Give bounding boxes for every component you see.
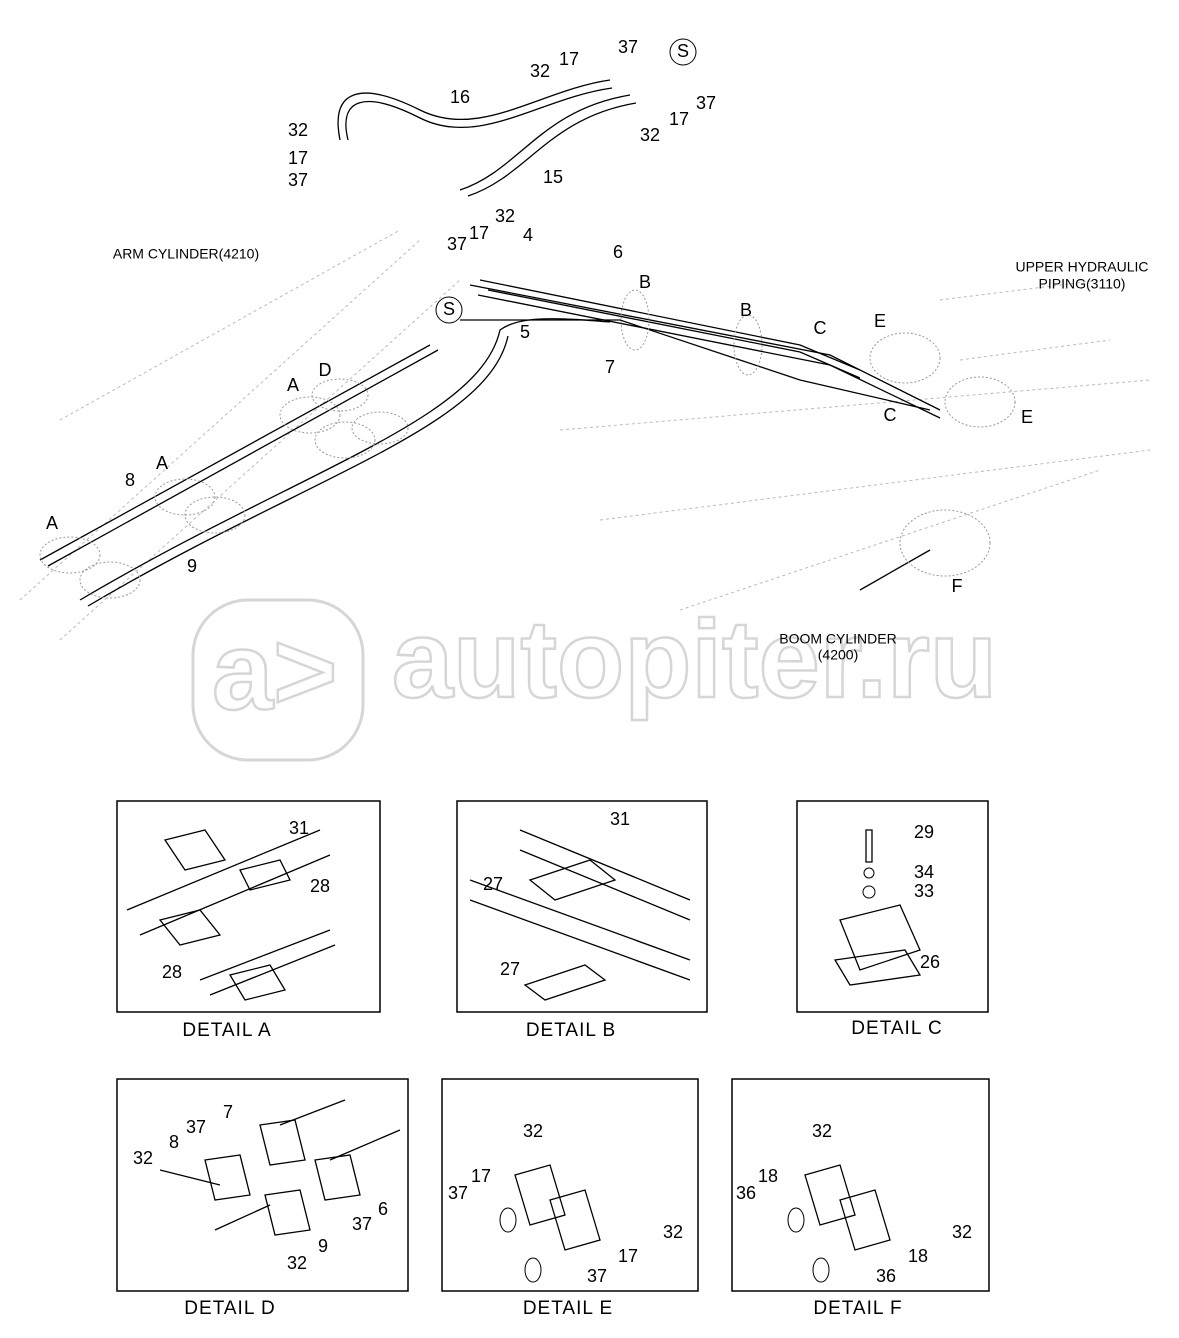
part-label: 28 [162,962,182,982]
detail-caption: DETAIL D [184,1298,275,1319]
detail-callout: E [1021,407,1033,427]
part-label: 16 [450,87,470,107]
pipes [39,79,941,607]
detail-b: 31 27 27 DETAIL B [456,800,708,1041]
part-label: 32 [495,206,515,226]
detail-callout: D [319,360,332,380]
part-label: 18 [758,1166,778,1186]
part-label: 7 [605,357,615,377]
part-label: 34 [914,862,934,882]
part-label: 17 [669,109,689,129]
part-label: 6 [613,242,623,262]
note-boom-cylinder-1: BOOM CYLINDER [779,631,896,647]
detail-callout: C [814,318,827,338]
part-label: 17 [469,223,489,243]
detail-callout: B [740,300,752,320]
main-part-labels: 37 S 17 32 37 17 32 16 32 17 37 15 32 17… [46,37,1033,596]
part-label: 31 [610,809,630,829]
detail-callout: C [884,405,897,425]
part-label: 37 [696,93,716,113]
detail-caption: DETAIL B [526,1020,616,1041]
part-label: 37 [448,1183,468,1203]
part-label: 37 [618,37,638,57]
part-label: 36 [736,1183,756,1203]
part-label: 28 [310,876,330,896]
part-label: 17 [618,1246,638,1266]
clamp-markers [39,38,1016,599]
part-label: 26 [920,952,940,972]
part-label: 6 [378,1199,388,1219]
part-label: 17 [559,49,579,69]
part-label: 8 [125,470,135,490]
detail-c: 29 34 33 26 DETAIL C [796,800,989,1039]
part-label: 17 [288,148,308,168]
part-label: 32 [530,61,550,81]
detail-d: 7 37 8 32 6 37 9 32 DETAIL D [116,1078,409,1319]
detail-caption: DETAIL F [813,1298,902,1319]
part-label: 4 [523,225,533,245]
ghost-background-parts [19,229,1151,641]
part-label: 31 [289,818,309,838]
part-label: 17 [471,1166,491,1186]
part-label: 15 [543,167,563,187]
part-label: 27 [500,959,520,979]
part-label: 37 [587,1266,607,1286]
detail-caption: DETAIL C [851,1018,942,1039]
detail-callout: B [639,272,651,292]
part-label: 36 [876,1266,896,1286]
part-label: 9 [187,556,197,576]
detail-callout: F [952,576,963,596]
detail-callout: A [46,513,58,533]
detail-callout: A [156,453,168,473]
part-label: 37 [288,170,308,190]
part-label: 9 [318,1236,328,1256]
part-label: S [443,299,455,319]
part-label: 32 [288,120,308,140]
part-label: 32 [663,1222,683,1242]
detail-caption: DETAIL E [523,1298,613,1319]
detail-f: 32 18 36 32 18 36 DETAIL F [731,1078,990,1319]
part-label: 8 [169,1132,179,1152]
part-label: 37 [352,1214,372,1234]
part-label: 32 [133,1148,153,1168]
part-label: 32 [287,1253,307,1273]
part-label: 37 [447,234,467,254]
detail-e: 32 17 37 32 17 37 DETAIL E [441,1078,699,1319]
detail-callout: A [287,375,299,395]
part-label: 32 [812,1121,832,1141]
part-label: 32 [952,1222,972,1242]
detail-caption: DETAIL A [182,1020,271,1041]
assembly-notes: ARM CYLINDER(4210) UPPER HYDRAULIC PIPIN… [113,246,1149,663]
part-label: 29 [914,822,934,842]
detail-a: 31 28 28 DETAIL A [116,800,381,1041]
part-label: 5 [520,322,530,342]
detail-callout: E [874,311,886,331]
part-label: 33 [914,881,934,901]
part-label: 32 [523,1121,543,1141]
part-label: 32 [640,125,660,145]
note-boom-cylinder-2: (4200) [818,647,858,663]
part-label: 37 [186,1117,206,1137]
part-label: S [677,41,689,61]
note-upper-piping-2: PIPING(3110) [1039,276,1126,292]
note-arm-cylinder: ARM CYLINDER(4210) [113,246,259,262]
note-upper-piping-1: UPPER HYDRAULIC [1015,259,1148,275]
part-label: 18 [908,1246,928,1266]
part-label: 27 [483,874,503,894]
watermark-logo: a> autopiter.ru [191,597,998,762]
watermark-text: autopiter.ru [392,598,997,721]
part-label: 7 [223,1102,233,1122]
watermark-logo-text: a> [212,610,337,733]
